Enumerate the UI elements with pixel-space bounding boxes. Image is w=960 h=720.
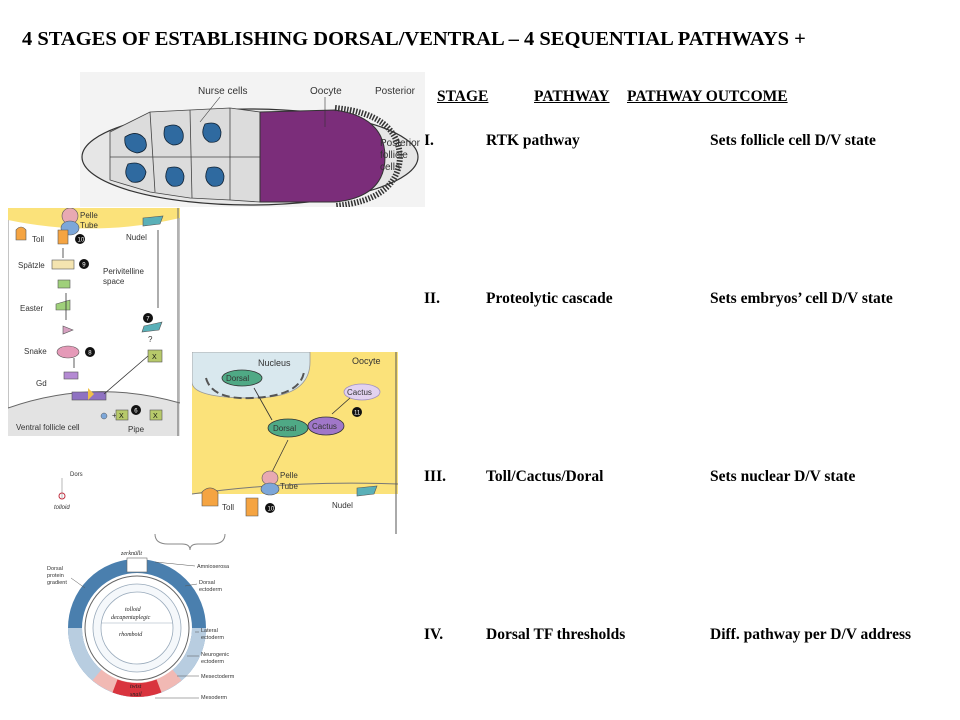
- gradient-label-dorsal-ecto-2: ectoderm: [199, 587, 222, 593]
- cascade-num-10: 10: [78, 238, 85, 244]
- cascade-num-7: 7: [146, 317, 150, 323]
- row-3-outcome: Sets nuclear D/V state: [710, 468, 856, 485]
- cascade-label-ventral: Ventral follicle cell: [16, 423, 80, 432]
- gradient-label-dpp: decapentaplegic: [111, 615, 151, 621]
- nuclear-label-pelle: Pelle: [280, 471, 298, 480]
- label-posterior-follicle-1: Posterior: [380, 138, 421, 149]
- header-stage: STAGE: [437, 88, 489, 105]
- cascade-label-pelle: Pelle: [80, 211, 98, 220]
- slide-title: 4 STAGES OF ESTABLISHING DORSAL/VENTRAL …: [22, 28, 806, 50]
- fragment-dors: Dors: [70, 472, 83, 478]
- nuclear-label-dorsal-nucleus: Dorsal: [226, 374, 249, 383]
- gradient-label-mesectoderm: Mesectoderm: [201, 674, 235, 680]
- header-outcome: PATHWAY OUTCOME: [627, 88, 788, 105]
- cascade-label-toll: Toll: [32, 235, 44, 244]
- egg-chamber-figure: Nurse cells Oocyte Posterior Posterior f…: [80, 72, 425, 207]
- cascade-x-1: X: [152, 354, 157, 361]
- cascade-x-3: X: [153, 413, 158, 420]
- nuclear-label-cactus: Cactus: [312, 422, 337, 431]
- row-1-outcome: Sets follicle cell D/V state: [710, 132, 876, 149]
- cascade-label-snake: Snake: [24, 347, 47, 356]
- row-1-stage: I.: [424, 132, 434, 149]
- cascade-q: ?: [148, 335, 153, 344]
- nuclear-num-11: 11: [354, 411, 361, 417]
- cascade-label-tube: Tube: [80, 221, 98, 230]
- row-2-outcome: Sets embryos’ cell D/V state: [710, 290, 893, 307]
- nuclear-label-nucleus: Nucleus: [258, 358, 291, 368]
- cascade-x-2: X: [119, 413, 124, 420]
- label-posterior-follicle-3: cells: [380, 162, 400, 173]
- gradient-label-zerknullt: zerknüllt: [120, 551, 142, 557]
- nuclear-label-toll: Toll: [222, 503, 234, 512]
- label-nurse-cells: Nurse cells: [198, 86, 247, 97]
- cascade-num-9: 9: [82, 263, 86, 269]
- nuclear-label-cactus-free: Cactus: [347, 388, 372, 397]
- row-2-pathway: Proteolytic cascade: [486, 290, 613, 307]
- cascade-label-perivitelline-1: Perivitelline: [103, 267, 144, 276]
- nuclear-figure: Nucleus Oocyte Dorsal Cactus 11 Dorsal C…: [192, 352, 398, 534]
- nuclear-label-tube: Tube: [280, 482, 298, 491]
- cascade-label-perivitelline-2: space: [103, 277, 125, 286]
- label-oocyte: Oocyte: [310, 86, 342, 97]
- row-1-pathway: RTK pathway: [486, 132, 580, 149]
- fragment-tolloid: tolloid: [54, 505, 70, 511]
- cascade-label-easter: Easter: [20, 304, 43, 313]
- nuclear-label-dorsal: Dorsal: [273, 424, 296, 433]
- cascade-plus: +: [112, 411, 117, 420]
- bracket-mark: [154, 533, 226, 551]
- gradient-label-mesoderm: Mesoderm: [201, 695, 227, 701]
- gradient-label-neuro-1: Neurogenic: [201, 652, 229, 658]
- cascade-label-gd: Gd: [36, 379, 47, 388]
- nuclear-label-nudel: Nudel: [332, 501, 353, 510]
- cascade-figure: Pelle Tube Toll 10 Nudel Spätzle 9 Periv…: [8, 208, 180, 436]
- cascade-label-nudel: Nudel: [126, 233, 147, 242]
- gradient-label-snail: snail: [130, 692, 142, 698]
- label-posterior-follicle-2: follicle: [380, 150, 408, 161]
- cascade-label-pipe: Pipe: [128, 425, 145, 434]
- gradient-label-amnioserosa: Amnioserosa: [197, 564, 230, 570]
- gradient-label-tolloid: tolloid: [125, 607, 142, 613]
- gradient-label-dorsal-ecto-1: Dorsal: [199, 580, 215, 586]
- row-4-pathway: Dorsal TF thresholds: [486, 626, 626, 643]
- label-posterior: Posterior: [375, 86, 416, 97]
- row-4-stage: IV.: [424, 626, 444, 643]
- gradient-label-lateral-1: Lateral: [201, 628, 218, 634]
- cascade-label-spatzle: Spätzle: [18, 261, 45, 270]
- gradient-label-rhomboid: rhomboid: [119, 632, 143, 638]
- row-4-outcome: Diff. pathway per D/V address: [710, 626, 912, 643]
- row-3-stage: III.: [424, 468, 446, 485]
- header-pathway: PATHWAY: [534, 88, 610, 105]
- gradient-figure: tolloid decapentaplegic rhomboid twist s…: [47, 551, 235, 701]
- gradient-label-dorsal-protein-3: gradient: [47, 580, 67, 586]
- fragment-figure: Dors tolloid: [50, 468, 90, 513]
- cascade-num-8: 8: [88, 351, 92, 357]
- gradient-label-dorsal-protein-2: protein: [47, 573, 64, 579]
- gradient-label-neuro-2: ectoderm: [201, 659, 224, 665]
- gradient-label-twist: twist: [130, 684, 142, 690]
- gradient-label-dorsal-protein-1: Dorsal: [47, 566, 63, 572]
- gradient-label-lateral-2: ectoderm: [201, 635, 224, 641]
- row-2-stage: II.: [424, 290, 440, 307]
- cascade-num-6: 6: [134, 409, 138, 415]
- row-3-pathway: Toll/Cactus/Doral: [486, 468, 604, 485]
- nuclear-num-10: 10: [268, 507, 275, 513]
- nuclear-label-oocyte: Oocyte: [352, 356, 381, 366]
